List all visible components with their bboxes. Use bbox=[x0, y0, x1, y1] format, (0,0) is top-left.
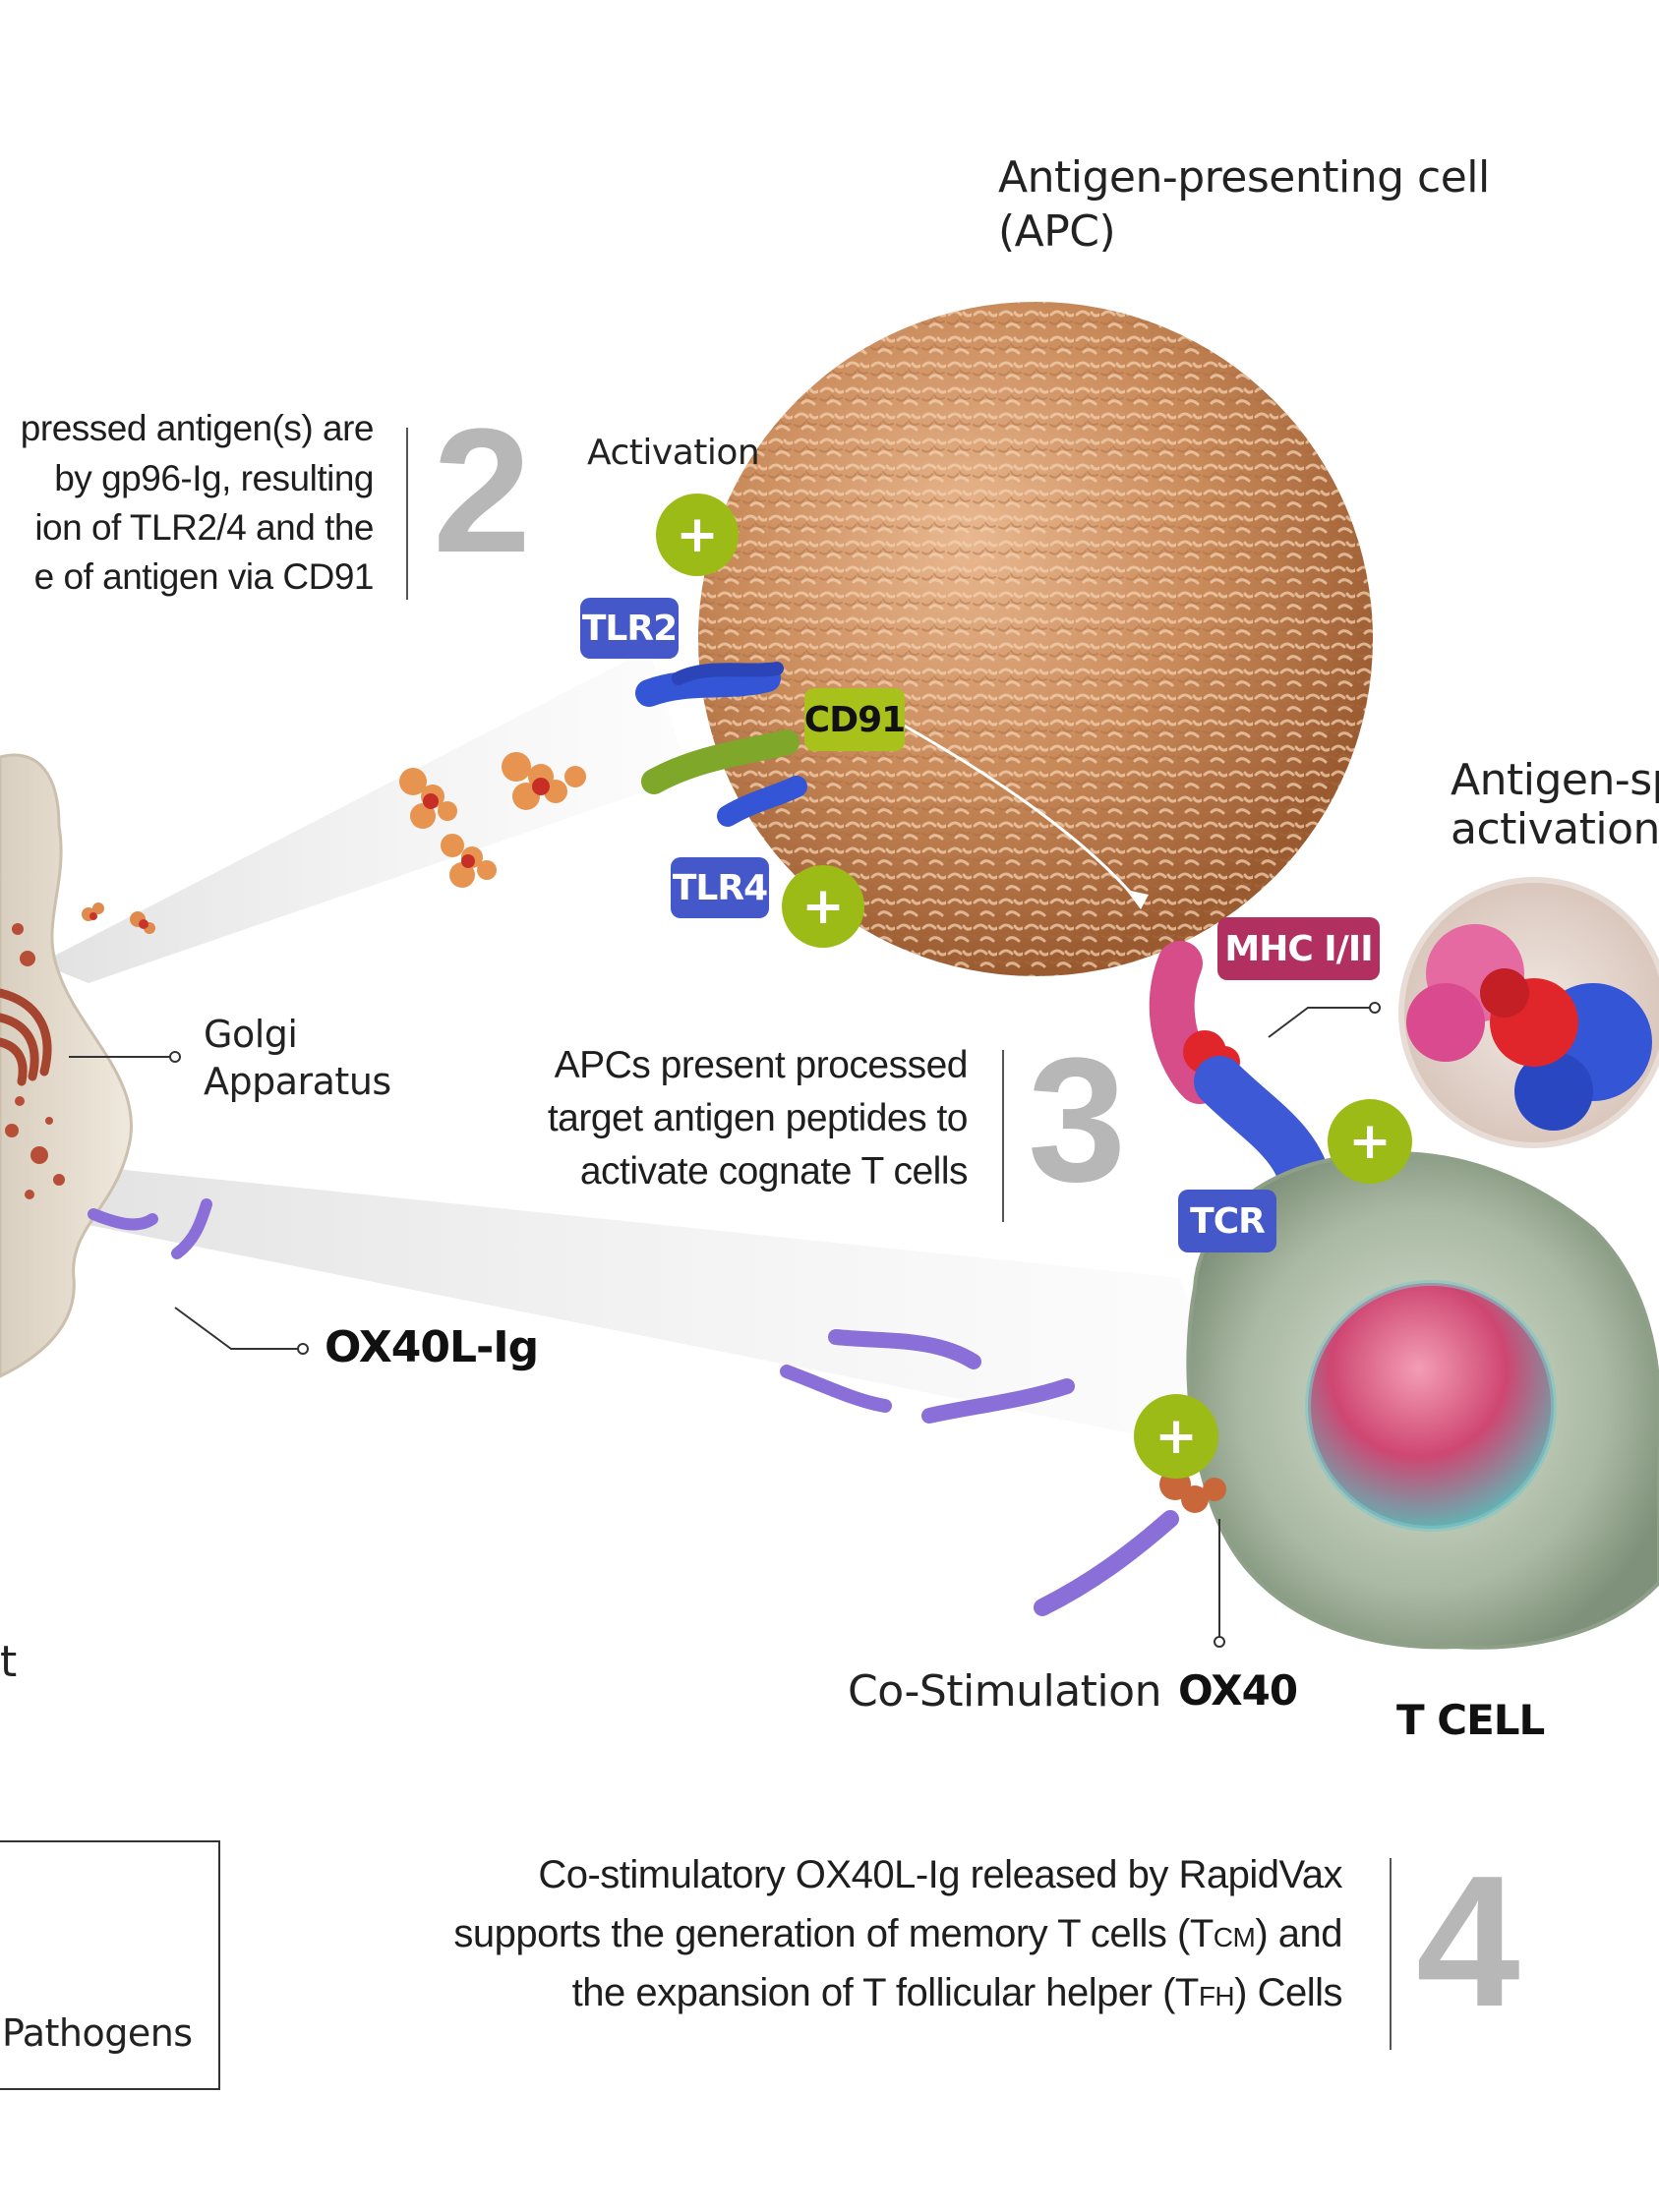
t-cell-label: T CELL bbox=[1396, 1696, 1545, 1744]
tlr4-receptor bbox=[717, 776, 807, 827]
ox40-label: OX40 bbox=[1178, 1666, 1298, 1715]
antigen-specific-label-2: activation bbox=[1451, 804, 1659, 854]
step-4-number: 4 bbox=[1416, 1837, 1520, 2046]
step-2-number: 2 bbox=[433, 392, 532, 590]
step-4-line: Co-stimulatory OX40L-Ig released by Rapi… bbox=[538, 1853, 1342, 1896]
cd91-tag: CD91 bbox=[804, 688, 906, 751]
tcr-plus-icon: + bbox=[1328, 1099, 1412, 1184]
step-3-divider bbox=[1002, 1050, 1004, 1222]
legend-box: Pathogens bbox=[0, 1840, 220, 2090]
step-3-line: target antigen peptides to bbox=[547, 1097, 969, 1139]
step-3-line: activate cognate T cells bbox=[579, 1150, 969, 1193]
step-2-line: by gp96-Ig, resulting bbox=[54, 458, 374, 498]
step-2-line: e of antigen via CD91 bbox=[33, 556, 375, 597]
partial-label: t bbox=[0, 1637, 17, 1687]
activation-plus-icon: + bbox=[656, 494, 739, 576]
mhc-tcr-complex bbox=[1149, 941, 1333, 1215]
step-3-number: 3 bbox=[1028, 1021, 1127, 1219]
step-4-divider bbox=[1390, 1858, 1392, 2050]
pathogens-label: Pathogens bbox=[2, 2011, 193, 2055]
antigen-clusters bbox=[399, 752, 586, 888]
apc-title-abbrev: (APC) bbox=[998, 206, 1116, 257]
step-2-line: ion of TLR2/4 and the bbox=[34, 507, 374, 548]
mhc-tag: MHC I/II bbox=[1217, 917, 1380, 980]
antigen-specific-label: Antigen-spe bbox=[1451, 755, 1659, 805]
step-3-line: APCs present processed bbox=[554, 1044, 969, 1086]
co-stimulation-label: Co-Stimulation bbox=[848, 1666, 1161, 1717]
step-4-line: supports the generation of memory T cell… bbox=[453, 1912, 1342, 1955]
step-2-divider bbox=[406, 428, 408, 600]
golgi-label: Golgi bbox=[204, 1013, 298, 1056]
tlr2-tag: TLR2 bbox=[580, 598, 679, 659]
costim-plus-icon: + bbox=[1134, 1394, 1218, 1479]
tlr4-plus-icon: + bbox=[782, 865, 864, 948]
ox40l-ig-label: OX40L-Ig bbox=[325, 1322, 539, 1372]
cd91-receptor bbox=[641, 729, 800, 794]
apc-title: Antigen-presenting cell bbox=[998, 152, 1490, 203]
tlr4-tag: TLR4 bbox=[671, 857, 769, 918]
ox40l-ig-molecules bbox=[88, 1198, 1179, 1616]
step-4-line: the expansion of T follicular helper (TF… bbox=[571, 1971, 1343, 2014]
golgi-label-2: Apparatus bbox=[204, 1060, 391, 1103]
activation-label: Activation bbox=[587, 433, 760, 473]
tlr2-receptor bbox=[635, 662, 784, 707]
step-2-line: pressed antigen(s) are bbox=[20, 408, 375, 448]
tcr-tag: TCR bbox=[1178, 1190, 1276, 1252]
